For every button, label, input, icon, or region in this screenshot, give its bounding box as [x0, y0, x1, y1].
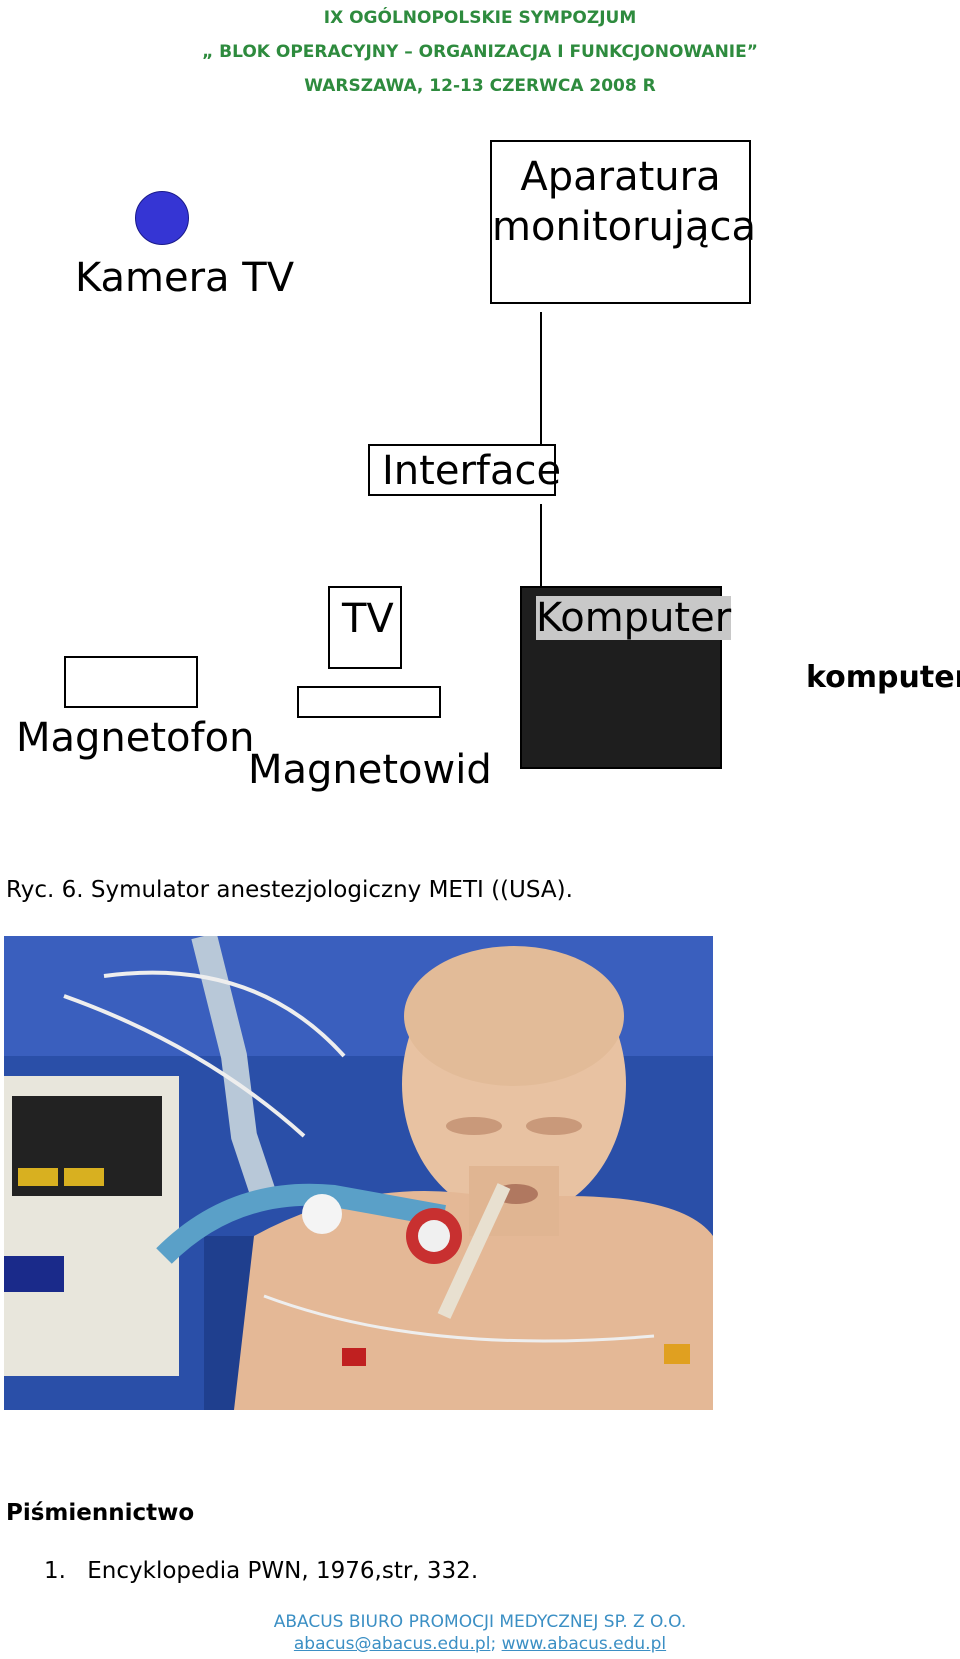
interface-label: Interface	[382, 448, 562, 494]
footer-links: abacus@abacus.edu.pl; www.abacus.edu.pl	[0, 1634, 960, 1654]
monitoring-label-line2: monitorująca	[492, 204, 756, 250]
connector-monitor-interface	[540, 312, 542, 444]
symposium-date: WARSZAWA, 12-13 CZERWCA 2008 R	[304, 76, 656, 96]
simulator-photo	[4, 936, 713, 1410]
camera-label: Kamera TV	[75, 255, 295, 301]
footer-website-link[interactable]: www.abacus.edu.pl	[501, 1634, 667, 1654]
camera-icon	[135, 191, 189, 245]
figure-caption: Ryc. 6. Symulator anestezjologiczny METI…	[6, 877, 573, 903]
tape-recorder-box	[64, 656, 198, 708]
vcr-box	[297, 686, 441, 718]
interface-box: Interface	[368, 444, 561, 496]
symposium-subtitle: „ BLOK OPERACYJNY – ORGANIZACJA I FUNKCJ…	[202, 42, 758, 62]
reference-number: 1.	[44, 1558, 66, 1584]
computer-label: Komputer	[536, 595, 732, 641]
footer-separator: ;	[490, 1634, 497, 1654]
monitoring-box: Aparatura monitorująca	[490, 140, 756, 304]
footer-email-link[interactable]: abacus@abacus.edu.pl	[293, 1634, 491, 1654]
monitoring-label-line1: Aparatura	[520, 154, 721, 200]
computer-side-label: komputer	[806, 660, 960, 695]
vcr-label: Magnetowid	[248, 747, 492, 793]
connector-interface-computer	[540, 504, 542, 586]
footer-company: ABACUS BIURO PROMOCJI MEDYCZNEJ SP. Z O.…	[273, 1612, 687, 1632]
references-heading: Piśmiennictwo	[6, 1500, 195, 1526]
tv-box: TV	[328, 586, 402, 669]
simulator-photo-image	[4, 936, 713, 1410]
computer-box: Komputer	[520, 586, 732, 769]
symposium-title: IX OGÓLNOPOLSKIE SYMPOZJUM	[323, 8, 637, 28]
tv-label: TV	[342, 596, 394, 642]
reference-item: 1. Encyklopedia PWN, 1976,str, 332.	[44, 1558, 478, 1584]
reference-text: Encyklopedia PWN, 1976,str, 332.	[87, 1558, 479, 1584]
tape-recorder-label: Magnetofon	[16, 715, 255, 761]
